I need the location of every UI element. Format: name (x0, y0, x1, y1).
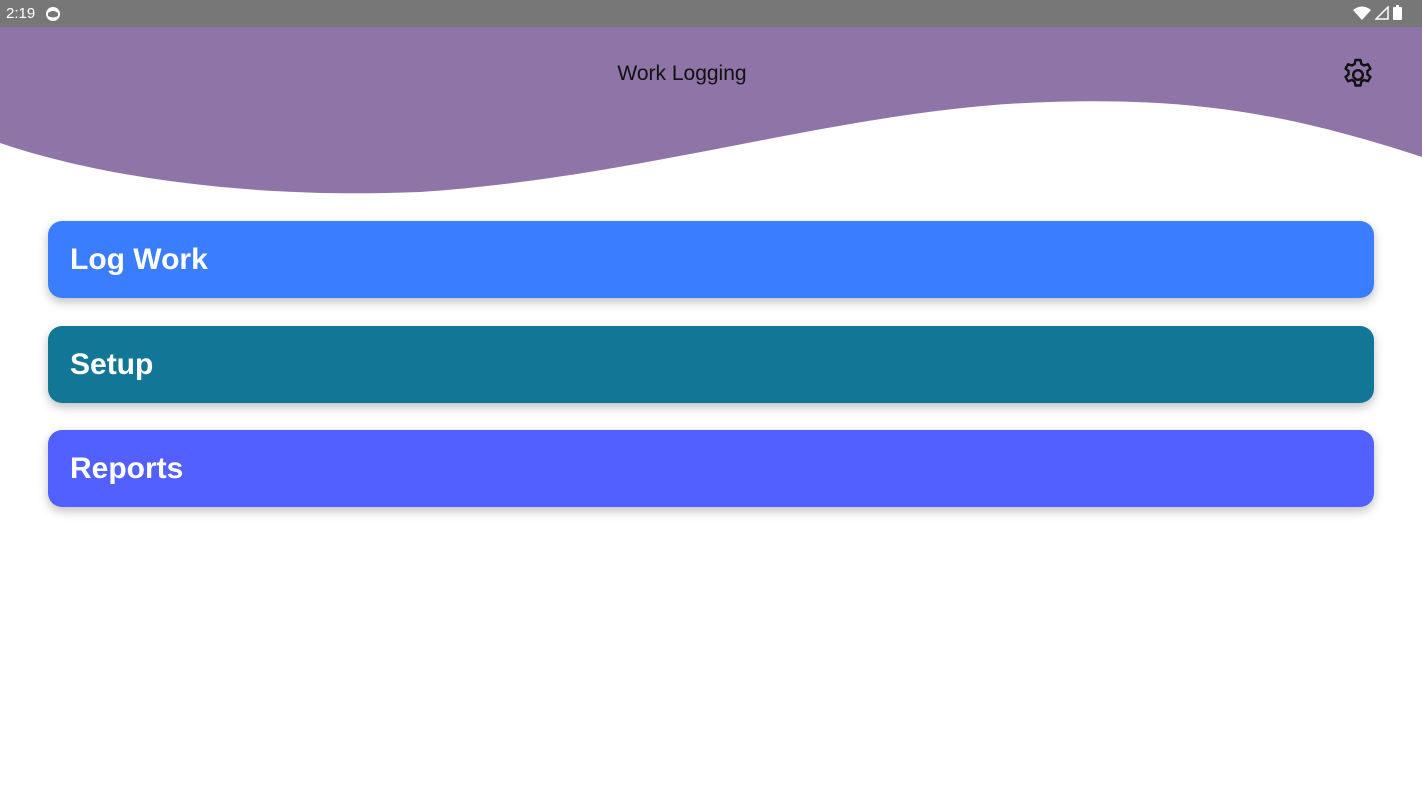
battery-icon (1393, 5, 1402, 20)
wifi-icon (1353, 6, 1371, 20)
log-work-button[interactable]: Log Work (48, 221, 1374, 298)
status-time: 2:19 (6, 5, 36, 22)
page-title: Work Logging (617, 62, 747, 85)
log-work-label: Log Work (70, 242, 208, 276)
reports-button[interactable]: Reports (48, 430, 1374, 507)
signal-icon (1375, 5, 1389, 20)
gear-icon[interactable] (1340, 57, 1376, 93)
reports-label: Reports (70, 451, 184, 485)
setup-label: Setup (70, 347, 154, 381)
setup-button[interactable]: Setup (48, 326, 1374, 403)
header-wave-background (0, 27, 1422, 194)
status-bar: 2:19 (0, 0, 1422, 27)
app-header (0, 27, 1422, 207)
app-notification-icon (46, 6, 61, 21)
